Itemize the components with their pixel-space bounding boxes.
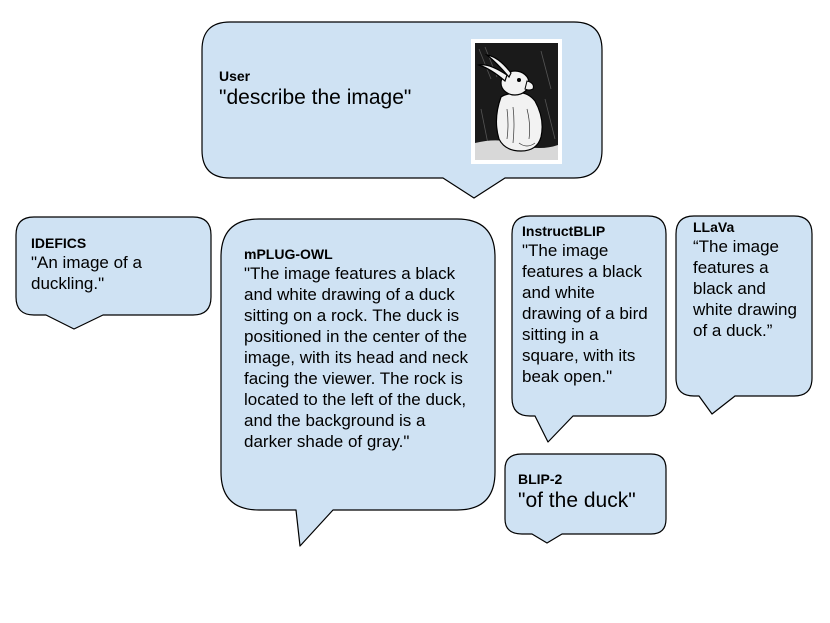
idefics-bubble [15, 216, 212, 330]
blip2-message-text: "of the duck" [518, 489, 636, 512]
blip2-speaker-label: BLIP-2 [518, 471, 563, 487]
llava-response-block: LLaVa “The image features a black and wh… [693, 219, 805, 341]
mplug-response-block: mPLUG-OWL "The image features a black an… [244, 246, 478, 452]
blip2-response-block: BLIP-2 "of the duck" [518, 471, 658, 513]
idefics-speaker-label: IDEFICS [31, 235, 87, 251]
instructblip-bubble [511, 215, 667, 443]
llava-speaker-label: LLaVa [693, 219, 735, 235]
idefics-response-block: IDEFICS "An image of a duckling." [31, 235, 201, 294]
user-speaker-label: User [219, 68, 251, 84]
instructblip-speaker-label: InstructBLIP [522, 223, 606, 239]
blip2-bubble [504, 453, 667, 544]
llava-bubble [675, 215, 813, 415]
instructblip-response-block: InstructBLIP "The image features a black… [522, 223, 652, 387]
mplug-speaker-label: mPLUG-OWL [244, 246, 333, 262]
instructblip-message-text: "The image features a black and white dr… [522, 241, 648, 386]
user-message-block: User "describe the image" [219, 68, 459, 110]
duck-rabbit-illusion-icon [471, 39, 562, 164]
llava-message-text: “The image features a black and white dr… [693, 237, 797, 340]
stimulus-image [471, 39, 562, 164]
user-message-text: "describe the image" [219, 86, 412, 109]
mplug-message-text: "The image features a black and white dr… [244, 264, 468, 451]
mplug-bubble [220, 218, 496, 547]
idefics-message-text: "An image of a duckling." [31, 253, 142, 293]
